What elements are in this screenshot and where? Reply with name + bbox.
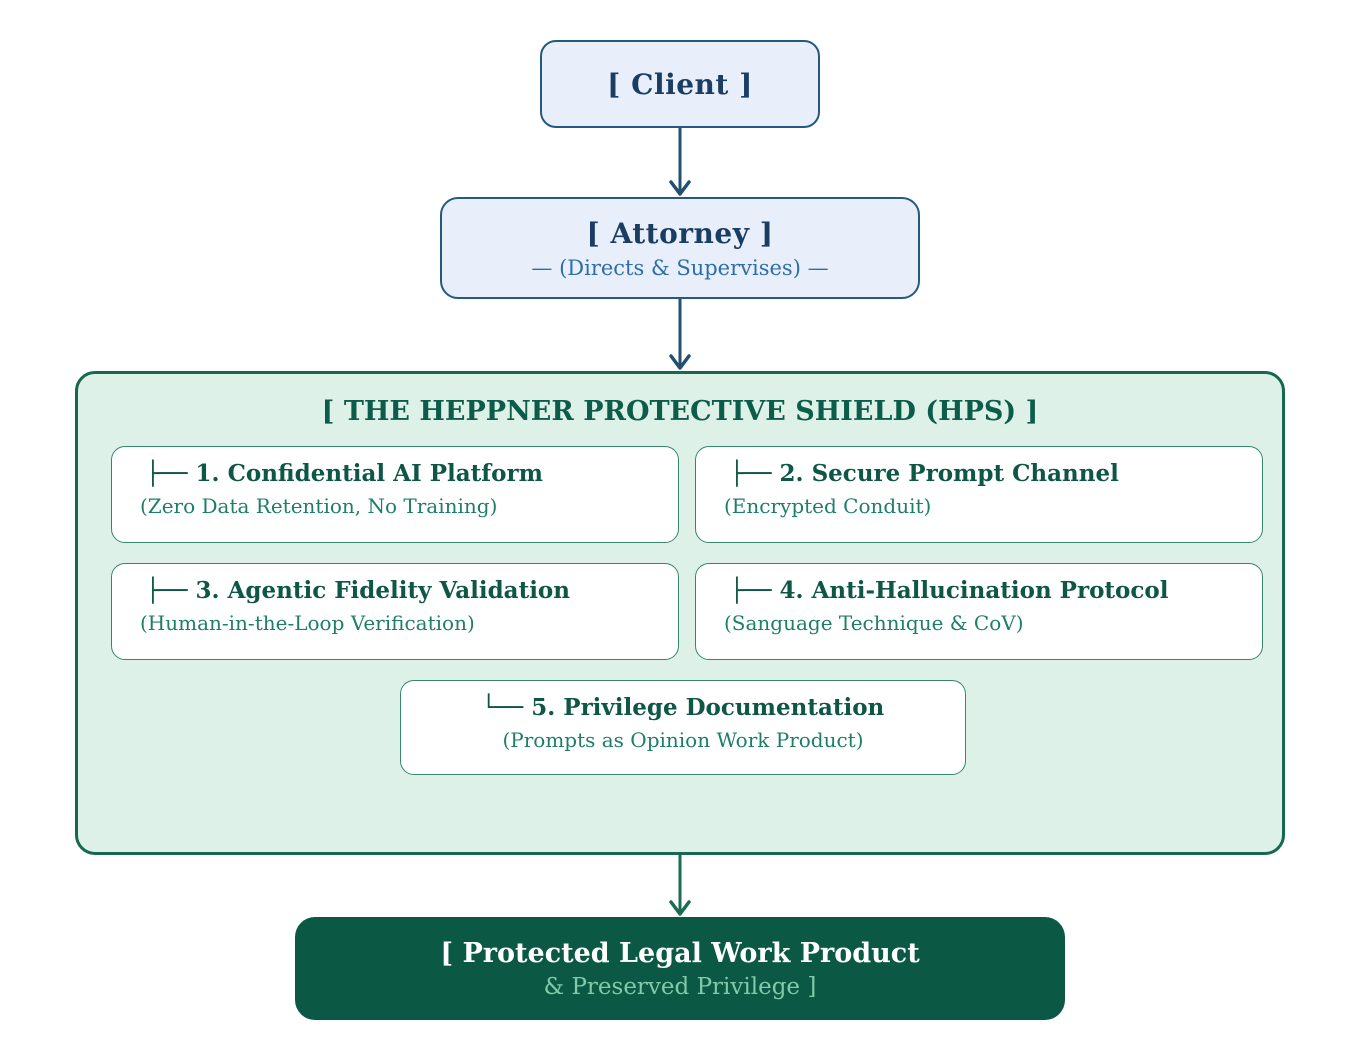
shield-item-subtitle: (Zero Data Retention, No Training) (140, 494, 498, 518)
tree-branch-icon: ├── (146, 578, 188, 604)
attorney-subtitle: — (Directs & Supervises) — (531, 255, 829, 280)
arrow-shield-to-result-icon (669, 855, 691, 916)
result-node: [ Protected Legal Work Product & Preserv… (295, 917, 1065, 1020)
shield-item-privilege-documentation: └── 5. Privilege Documentation (Prompts a… (400, 680, 966, 775)
shield-item-title: ├── 4. Anti-Hallucination Protocol (724, 577, 1234, 604)
shield-item-title-text: 2. Secure Prompt Channel (779, 460, 1119, 487)
shield-item-anti-hallucination-protocol: ├── 4. Anti-Hallucination Protocol (Sangu… (695, 563, 1263, 660)
shield-item-title-text: 3. Agentic Fidelity Validation (195, 577, 570, 604)
hps-shield-container: [ THE HEPPNER PROTECTIVE SHIELD (HPS) ] … (75, 371, 1285, 855)
arrow-client-to-attorney-icon (669, 128, 691, 196)
attorney-label: [ Attorney ] (586, 216, 774, 250)
shield-item-title: ├── 1. Confidential AI Platform (140, 460, 650, 487)
tree-branch-icon: ├── (146, 461, 188, 487)
shield-item-secure-prompt-channel: ├── 2. Secure Prompt Channel (Encrypted C… (695, 446, 1263, 543)
shield-item-title: ├── 3. Agentic Fidelity Validation (140, 577, 650, 604)
shield-item-agentic-fidelity-validation: ├── 3. Agentic Fidelity Validation (Human… (111, 563, 679, 660)
tree-branch-icon: ├── (730, 461, 772, 487)
result-subtitle: & Preserved Privilege ] (543, 973, 817, 1000)
attorney-node: [ Attorney ] — (Directs & Supervises) — (440, 197, 920, 299)
shield-item-title-text: 4. Anti-Hallucination Protocol (779, 577, 1169, 604)
shield-item-title: └── 5. Privilege Documentation (429, 694, 937, 721)
shield-item-title-text: 5. Privilege Documentation (531, 694, 885, 721)
shield-item-subtitle: (Encrypted Conduit) (724, 494, 932, 518)
client-label: [ Client ] (607, 67, 753, 101)
shield-item-title: ├── 2. Secure Prompt Channel (724, 460, 1234, 487)
tree-branch-end-icon: └── (481, 695, 524, 721)
shield-item-title-text: 1. Confidential AI Platform (195, 460, 543, 487)
shield-item-confidential-ai-platform: ├── 1. Confidential AI Platform (Zero Dat… (111, 446, 679, 543)
tree-branch-icon: ├── (730, 578, 772, 604)
shield-item-subtitle: (Sanguage Technique & CoV) (724, 611, 1024, 635)
shield-item-subtitle: (Prompts as Opinion Work Product) (502, 728, 864, 752)
hps-shield-title: [ THE HEPPNER PROTECTIVE SHIELD (HPS) ] (321, 396, 1039, 427)
shield-item-subtitle: (Human-in-the-Loop Verification) (140, 611, 475, 635)
result-title: [ Protected Legal Work Product (440, 937, 920, 969)
arrow-attorney-to-shield-icon (669, 299, 691, 370)
client-node: [ Client ] (540, 40, 820, 128)
